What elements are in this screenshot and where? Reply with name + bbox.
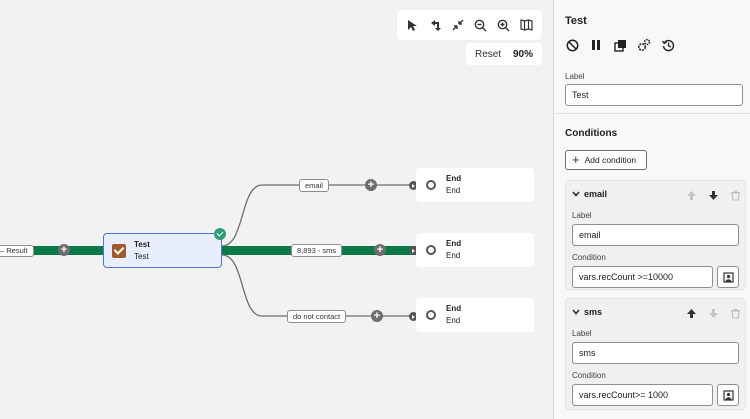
expression-editor-icon bbox=[722, 389, 734, 401]
edge-email bbox=[221, 184, 412, 247]
test-activity-node[interactable]: Test Test bbox=[103, 233, 222, 268]
pan-icon[interactable] bbox=[424, 14, 446, 36]
canvas-toolbar bbox=[397, 10, 542, 40]
delete-icon bbox=[729, 307, 741, 319]
branch-label-do-not-contact: do not contact bbox=[287, 310, 347, 323]
move-up-icon bbox=[685, 189, 697, 201]
zoom-level: 90% bbox=[512, 48, 533, 60]
end-node-email[interactable]: End End bbox=[416, 168, 534, 202]
end-node-title: End bbox=[446, 174, 462, 183]
add-activity-button[interactable]: + bbox=[374, 244, 386, 256]
condition-name: sms bbox=[584, 307, 603, 317]
condition-expression-input[interactable]: vars.recCount>= 1000 bbox=[572, 384, 713, 406]
end-icon bbox=[426, 245, 436, 255]
condition-expression-input[interactable]: vars.recCount >=10000 bbox=[572, 266, 713, 288]
divider bbox=[554, 113, 750, 114]
test-activity-icon bbox=[112, 243, 126, 258]
condition-toggle[interactable]: sms bbox=[572, 307, 602, 317]
end-node-subtitle: End bbox=[446, 251, 461, 260]
condition-card-sms: sms Label sms Condition vars.recCount>= … bbox=[565, 298, 746, 410]
condition-label-input[interactable]: sms bbox=[572, 342, 739, 364]
end-icon bbox=[426, 310, 436, 320]
chevron-down-icon bbox=[572, 309, 580, 315]
end-node-title: End bbox=[446, 239, 462, 248]
fit-icon[interactable] bbox=[447, 14, 469, 36]
test-node-subtitle: Test bbox=[134, 251, 149, 261]
label-caption: Label bbox=[565, 72, 585, 81]
chevron-down-icon bbox=[572, 191, 580, 197]
zoom-in-icon[interactable] bbox=[493, 14, 515, 36]
condition-caption: Condition bbox=[572, 371, 606, 380]
reset-zoom-button[interactable]: Reset bbox=[475, 48, 502, 60]
expression-editor-button[interactable] bbox=[717, 384, 739, 406]
end-node-subtitle: End bbox=[446, 186, 461, 195]
end-node-do-not-contact[interactable]: End End bbox=[416, 298, 534, 332]
delete-icon bbox=[729, 189, 741, 201]
success-check-icon bbox=[214, 228, 226, 240]
edge-do-not-contact bbox=[221, 254, 412, 317]
add-activity-button[interactable]: + bbox=[371, 310, 383, 322]
move-down-icon[interactable] bbox=[707, 189, 719, 201]
condition-label-caption: Label bbox=[572, 329, 592, 338]
arrow-icon bbox=[409, 312, 418, 321]
condition-toggle[interactable]: email bbox=[572, 189, 607, 199]
condition-actions bbox=[685, 189, 741, 201]
add-activity-button[interactable]: + bbox=[58, 244, 70, 256]
add-condition-button[interactable]: + Add condition bbox=[565, 150, 647, 170]
result-label: – Result bbox=[0, 245, 34, 257]
zoom-control: Reset 90% bbox=[466, 43, 542, 65]
move-up-icon[interactable] bbox=[685, 307, 697, 319]
add-condition-label: Add condition bbox=[584, 155, 637, 165]
label-input[interactable]: Test bbox=[565, 84, 743, 106]
plus-icon: + bbox=[572, 152, 580, 167]
condition-card-email: email Label email Condition vars.recCoun… bbox=[565, 180, 746, 290]
condition-caption: Condition bbox=[572, 253, 606, 262]
pause-icon[interactable] bbox=[588, 37, 604, 53]
end-icon bbox=[426, 180, 436, 190]
active-path-in bbox=[0, 246, 103, 255]
arrow-icon bbox=[409, 181, 418, 190]
zoom-out-icon[interactable] bbox=[470, 14, 492, 36]
panel-title: Test bbox=[565, 15, 587, 27]
settings-icon[interactable] bbox=[636, 37, 652, 53]
copy-icon[interactable] bbox=[612, 37, 628, 53]
workflow-canvas[interactable]: Reset 90% – Result + Test Test email + E… bbox=[0, 0, 553, 419]
minimap-icon[interactable] bbox=[516, 14, 538, 36]
pointer-icon[interactable] bbox=[401, 14, 423, 36]
history-icon[interactable] bbox=[660, 37, 676, 53]
expression-editor-button[interactable] bbox=[717, 266, 739, 288]
arrow-icon bbox=[409, 246, 418, 255]
end-node-subtitle: End bbox=[446, 316, 461, 325]
condition-actions bbox=[685, 307, 741, 319]
move-down-icon bbox=[707, 307, 719, 319]
branch-label-sms: 8,893 - sms bbox=[291, 244, 343, 257]
add-activity-button[interactable]: + bbox=[365, 179, 377, 191]
condition-name: email bbox=[584, 189, 608, 199]
expression-editor-icon bbox=[722, 271, 734, 283]
condition-label-input[interactable]: email bbox=[572, 224, 739, 246]
panel-actions bbox=[564, 37, 676, 53]
branch-label-email: email bbox=[299, 179, 329, 192]
conditions-title: Conditions bbox=[565, 128, 618, 139]
cancel-icon[interactable] bbox=[564, 37, 580, 53]
end-node-sms[interactable]: End End bbox=[416, 233, 534, 267]
condition-label-caption: Label bbox=[572, 211, 592, 220]
end-node-title: End bbox=[446, 304, 462, 313]
test-node-title: Test bbox=[134, 239, 150, 249]
properties-panel: Test Label Test Conditions + Add conditi… bbox=[553, 0, 750, 419]
